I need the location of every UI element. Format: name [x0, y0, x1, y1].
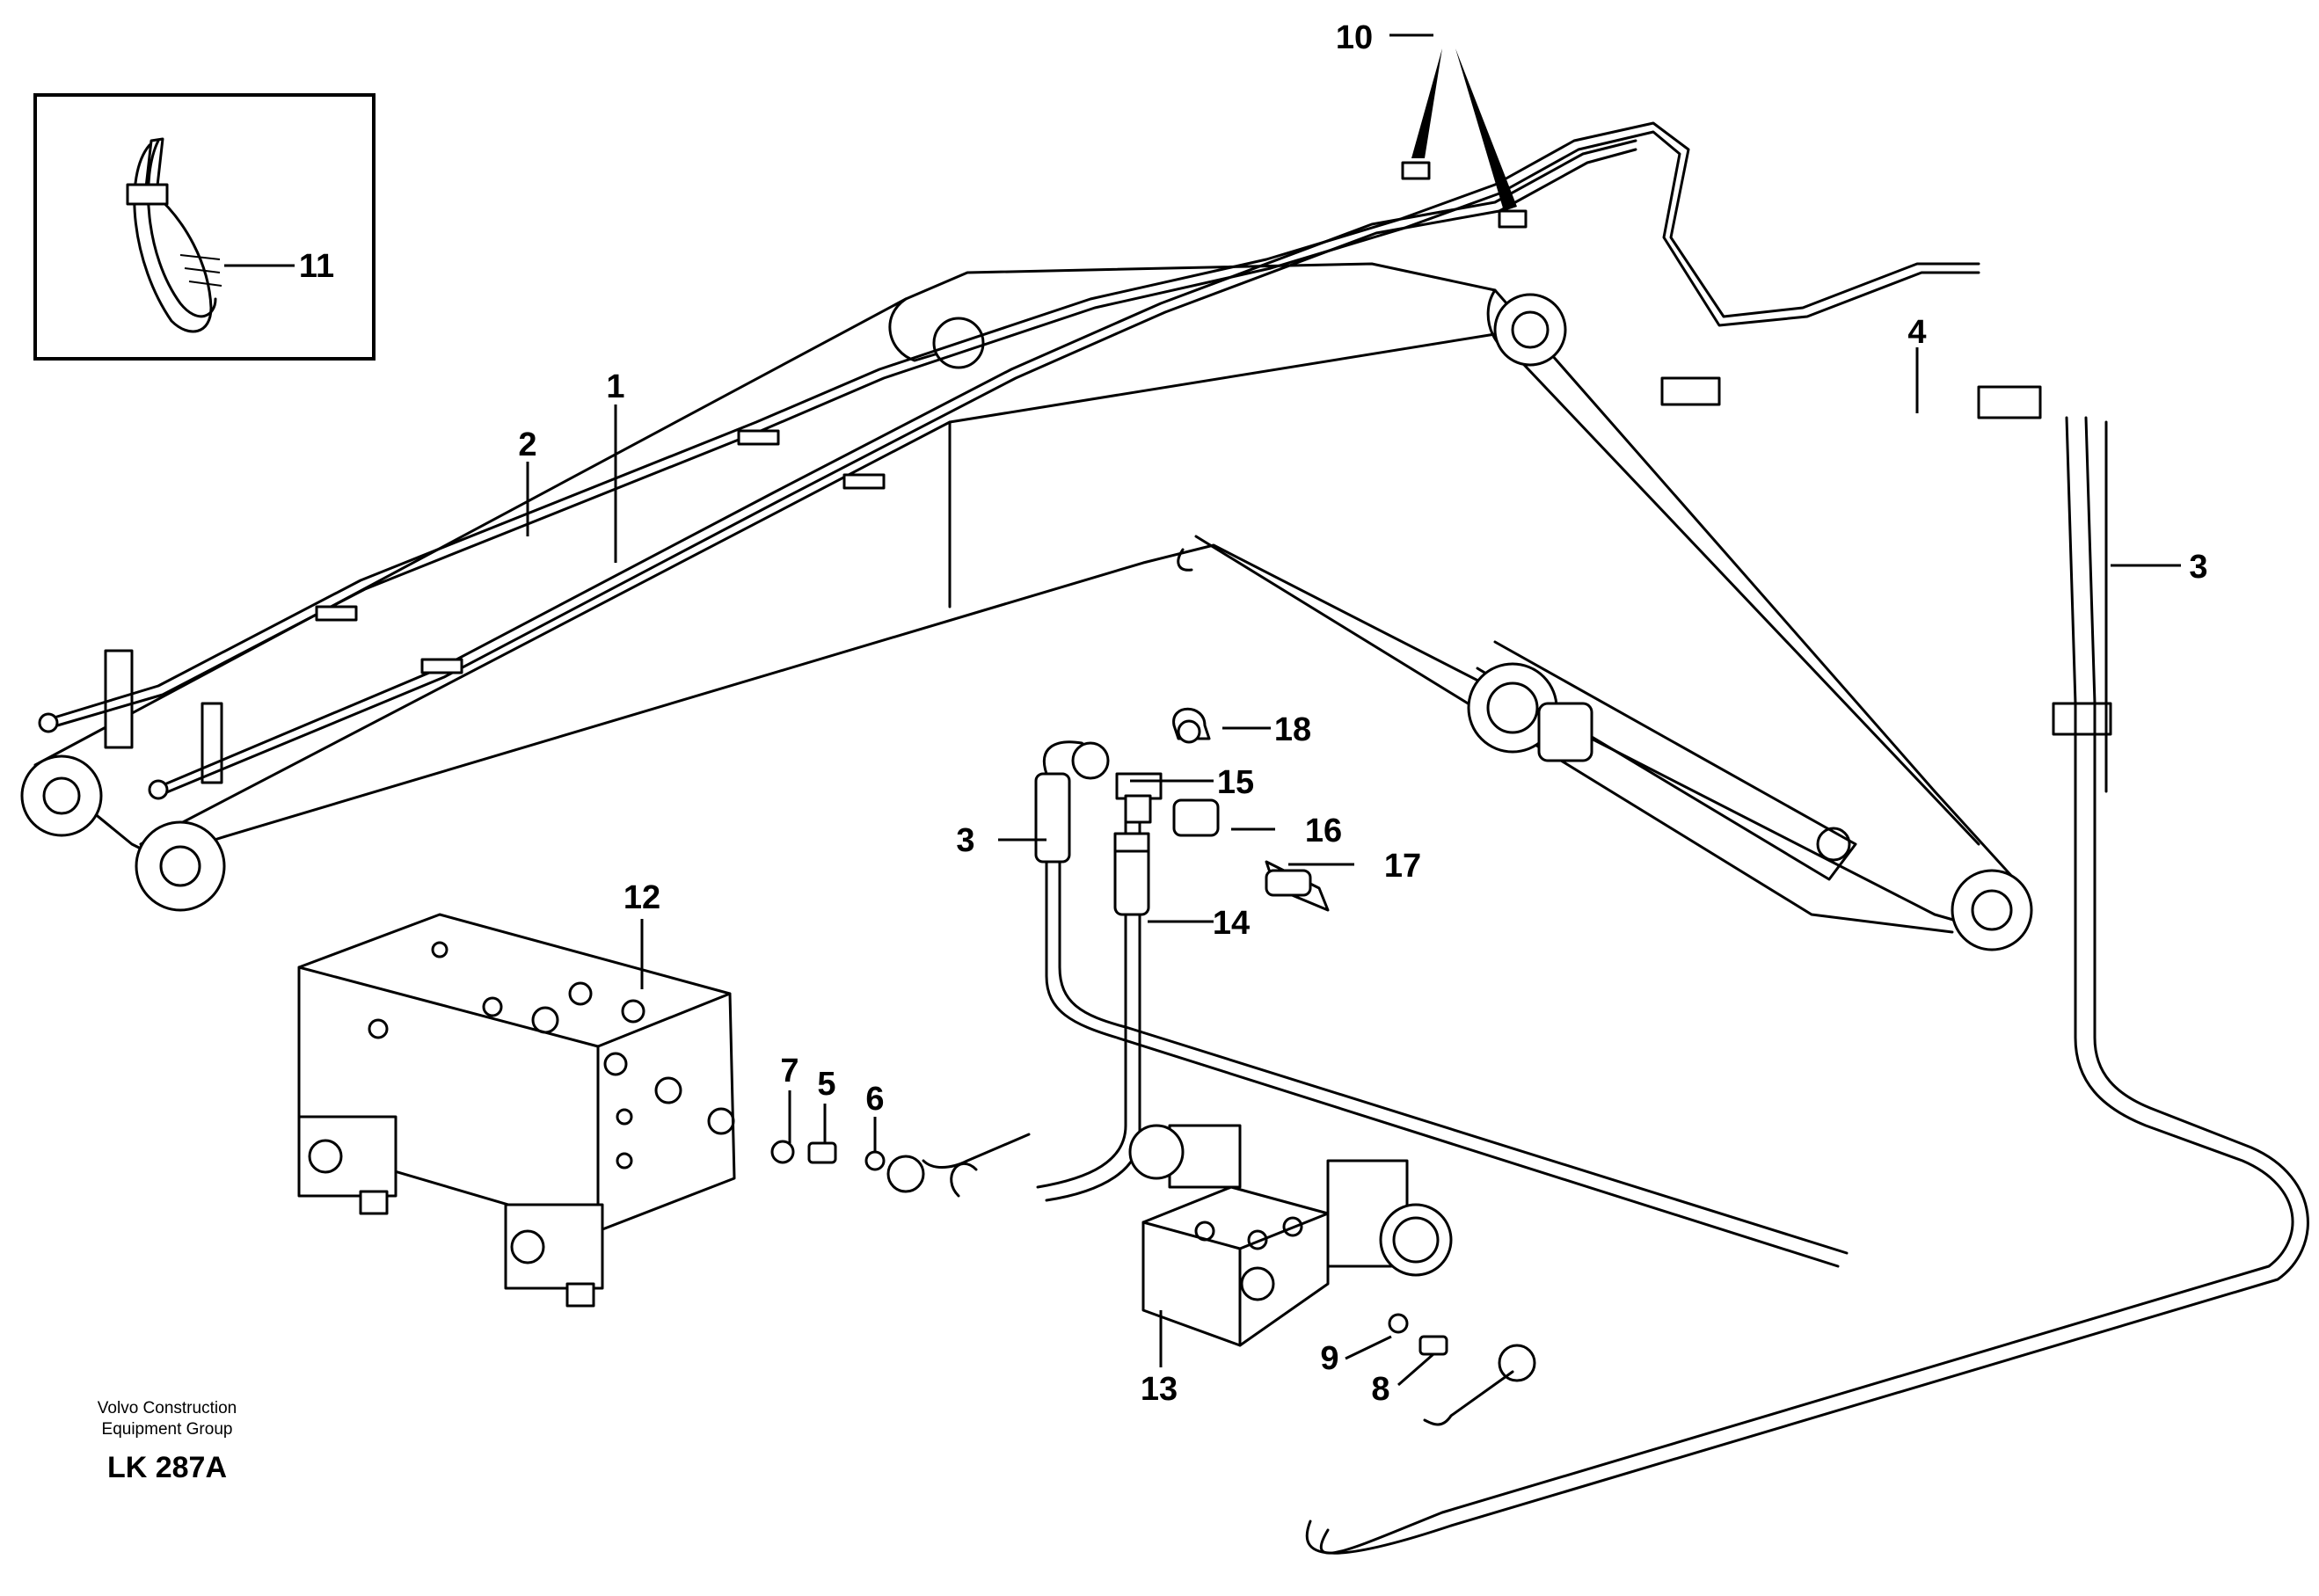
callout-17: 17	[1384, 848, 1421, 885]
callout-9: 9	[1320, 1340, 1338, 1377]
callout-11: 11	[299, 248, 334, 285]
leader-lines	[224, 33, 2181, 1387]
cable-tie-inset	[33, 93, 376, 361]
callout-8: 8	[1371, 1371, 1389, 1408]
boom	[20, 262, 2033, 951]
callout-4: 4	[1907, 314, 1926, 351]
callout-2: 2	[518, 426, 536, 463]
callout-18: 18	[1274, 711, 1311, 748]
callout-13: 13	[1141, 1371, 1178, 1408]
callout-7: 7	[780, 1053, 799, 1090]
callout-1: 1	[606, 368, 624, 405]
callout-5: 5	[817, 1066, 835, 1103]
drawing-caption: Volvo Construction Equipment Group LK 28…	[35, 1398, 299, 1485]
callout-16: 16	[1305, 813, 1342, 849]
company-name-line1: Volvo Construction	[97, 1399, 237, 1417]
callout-3-left: 3	[956, 822, 974, 859]
callout-10: 10	[1336, 19, 1373, 56]
callout-14: 14	[1213, 905, 1250, 942]
callout-6: 6	[865, 1081, 884, 1118]
callout-12: 12	[624, 879, 660, 916]
fittings	[770, 1133, 1536, 1426]
pipe-lines-1-2	[38, 121, 2309, 1555]
callout-3-right: 3	[2189, 549, 2207, 586]
company-name-line2: Equipment Group	[101, 1420, 233, 1439]
valve-block-12	[297, 913, 736, 1308]
callout-15: 15	[1217, 764, 1254, 801]
valve-13	[1128, 1124, 1453, 1347]
drawing-code: LK 287A	[106, 1451, 228, 1484]
callout-labels: 1 2 10 11 4 3 18 15 16 17 3 14 12 7 5 6 …	[299, 19, 2208, 1408]
